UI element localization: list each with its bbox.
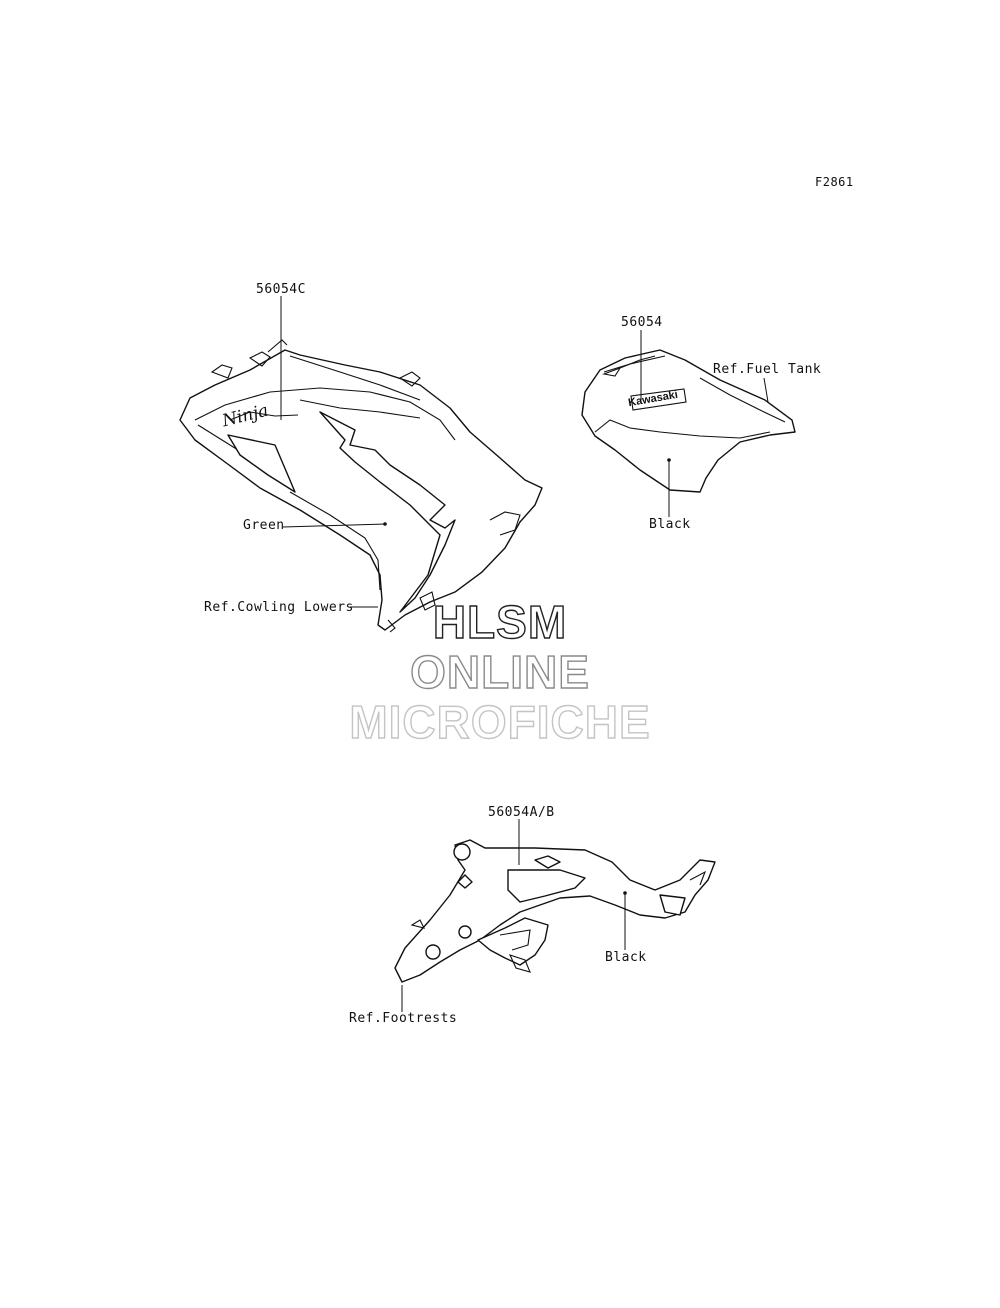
figure-code: F2861	[815, 175, 854, 189]
label-green: Green	[243, 518, 285, 533]
frame-part	[394, 839, 716, 983]
part-number-cowling: 56054C	[256, 282, 306, 297]
label-black-tank: Black	[649, 517, 691, 532]
fuel-tank-part	[581, 349, 796, 493]
watermark-line-3: MICROFICHE	[349, 695, 651, 748]
label-black-frame: Black	[605, 950, 647, 965]
watermark-line-1: HLSM	[432, 595, 568, 648]
leader-lines	[280, 296, 769, 1012]
label-ref-fuel-tank: Ref.Fuel Tank	[713, 362, 822, 377]
label-ref-footrests: Ref.Footrests	[349, 1011, 458, 1026]
part-number-frame: 56054A/B	[488, 805, 555, 820]
cowling-part	[179, 339, 543, 633]
watermark-line-2: ONLINE	[409, 645, 590, 698]
label-ref-cowling-lowers: Ref.Cowling Lowers	[204, 600, 354, 615]
part-number-tank: 56054	[621, 315, 663, 330]
